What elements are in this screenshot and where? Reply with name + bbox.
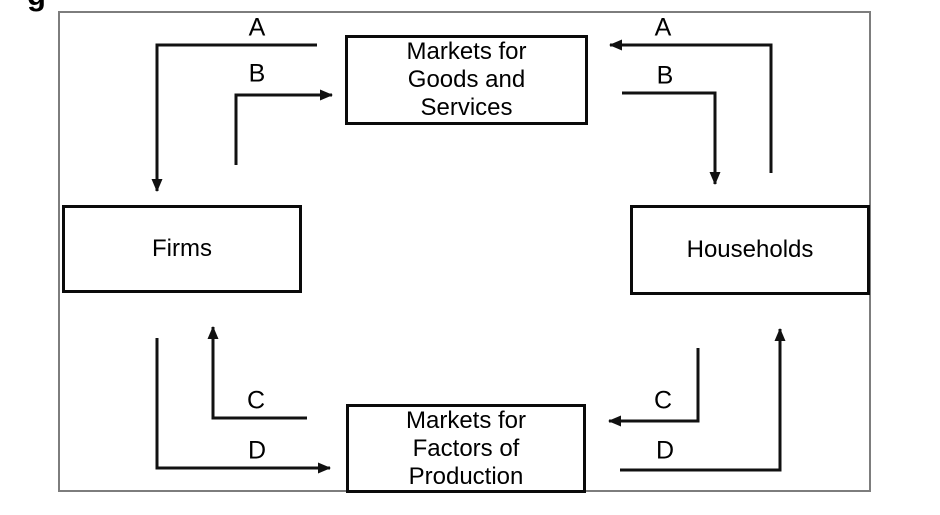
node-households-box: Households	[630, 205, 870, 295]
clipped-caption-text: g	[27, 0, 46, 13]
arrow-b-top-left	[234, 89, 333, 165]
node-label-line: Factors of	[412, 434, 520, 462]
arrow-a-top-left	[151, 43, 317, 192]
arrow-label-b-top-left: B	[248, 59, 266, 88]
node-label-line: Firms	[152, 235, 212, 262]
arrow-d-bottom-left	[155, 338, 331, 474]
arrow-d-bottom-right	[620, 328, 786, 472]
arrow-label-d-bottom-left: D	[247, 436, 267, 465]
arrow-label-a-top-right: A	[654, 13, 672, 42]
arrow-label-a-top-left: A	[248, 13, 266, 42]
node-label-line: Households	[686, 236, 814, 263]
arrow-b-top-right	[622, 91, 721, 185]
node-firms-box: Firms	[62, 205, 302, 293]
node-label-line: Goods and	[407, 66, 526, 93]
arrow-a-top-right	[609, 39, 773, 173]
node-label-line: Markets for	[406, 38, 527, 65]
arrow-c-bottom-left	[207, 326, 307, 420]
node-markets-goods-box: Markets for Goods and Services	[345, 35, 588, 125]
arrow-label-d-bottom-right: D	[655, 436, 675, 465]
arrow-label-c-bottom-right: C	[653, 386, 673, 415]
arrow-c-bottom-right	[608, 348, 700, 427]
node-label-line: Production	[408, 462, 524, 490]
node-label-line: Markets for	[405, 406, 527, 434]
arrow-label-b-top-right: B	[656, 61, 674, 90]
node-label-line: Services	[420, 94, 513, 121]
arrow-label-c-bottom-left: C	[246, 386, 266, 415]
node-markets-factors-box: Markets for Factors of Production	[346, 404, 586, 493]
